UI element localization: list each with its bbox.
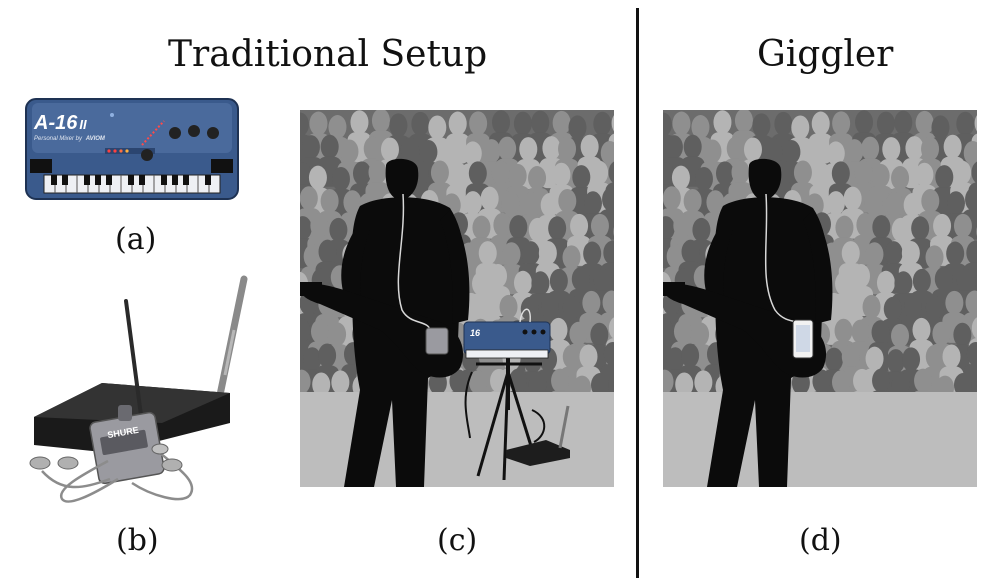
in-ear-monitor-system-icon: SHURE	[29, 275, 248, 503]
stand-mixer-icon: 16	[463, 321, 551, 359]
traditional-setup-heading: Traditional Setup	[168, 34, 488, 75]
section-divider	[636, 8, 639, 578]
giggler-stage-illustration	[663, 110, 977, 487]
stand-mixer-label: 16	[470, 328, 481, 338]
mixer-model-label: A-16	[33, 112, 78, 134]
floor-transmitter-icon	[506, 440, 570, 466]
mixer-subtitle: Personal Mixer by	[34, 136, 83, 142]
guitarist-silhouette	[663, 158, 833, 487]
smartphone-icon	[792, 319, 814, 359]
svg-text:Personal Mixer by AVIOM: Personal Mixer by AVIOM	[34, 136, 106, 142]
caption-b: (b)	[116, 523, 159, 558]
mixer-model-suffix: II	[79, 117, 87, 132]
traditional-stage-illustration: 16	[300, 110, 614, 487]
caption-a: (a)	[115, 222, 157, 257]
bodypack-receiver-icon	[425, 327, 449, 355]
mixer-brand: AVIOM	[85, 136, 106, 142]
guitarist-silhouette	[300, 158, 470, 487]
caption-d: (d)	[799, 523, 842, 558]
giggler-heading: Giggler	[757, 34, 894, 75]
caption-c: (c)	[437, 523, 478, 558]
